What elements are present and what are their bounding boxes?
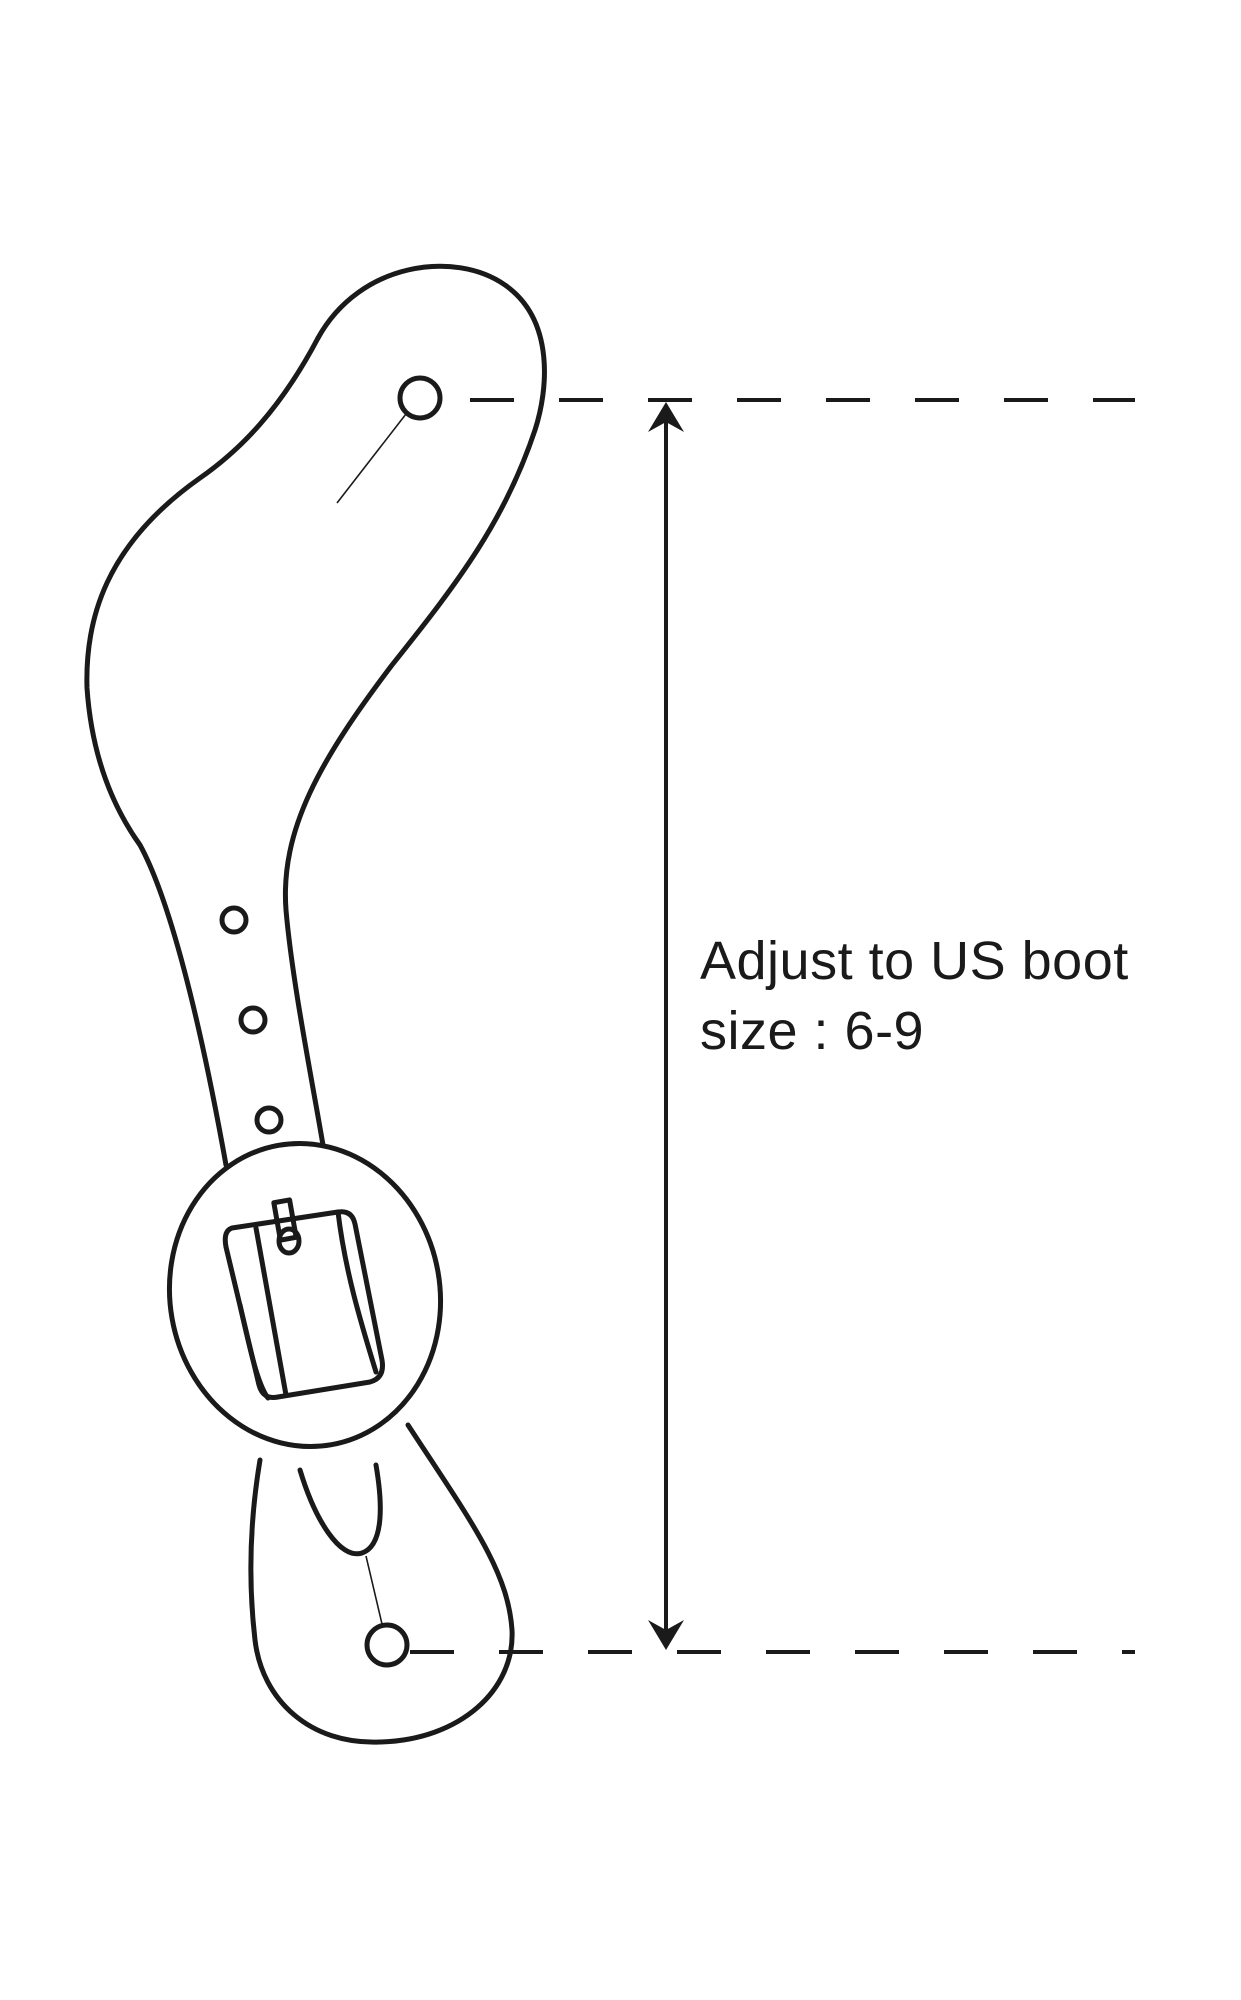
- size-annotation-line1: Adjust to US boot: [700, 931, 1129, 991]
- strap-tongue: [297, 1462, 383, 1557]
- buckle-strap-pass: [253, 1209, 379, 1398]
- arrowhead-up-icon: [648, 402, 684, 432]
- size-annotation-line2: size : 6-9: [700, 1001, 925, 1061]
- adjust-hole-1: [219, 905, 249, 935]
- strap-lower-outline: [248, 1422, 515, 1745]
- size-annotation: Adjust to US boot size : 6-9: [700, 926, 1220, 1066]
- adjust-hole-2: [238, 1005, 268, 1035]
- arrowhead-down-icon: [648, 1620, 684, 1650]
- adjust-hole-3: [254, 1105, 284, 1135]
- buckle-pin: [271, 1197, 299, 1243]
- rivet-hole-top: [397, 375, 443, 421]
- buckle-frame: [222, 1209, 385, 1400]
- rivet-hole-bottom: [364, 1622, 410, 1668]
- strap-upper-outline: [282, 263, 547, 1148]
- strap-upper-outline-left: [84, 335, 321, 1168]
- buckle-pin-head: [276, 1226, 302, 1256]
- stitch-line-top: [336, 413, 407, 504]
- buckle-strap-fold: [237, 1302, 271, 1401]
- buckle-oval: [166, 1140, 444, 1450]
- stitch-line-bottom: [365, 1555, 383, 1625]
